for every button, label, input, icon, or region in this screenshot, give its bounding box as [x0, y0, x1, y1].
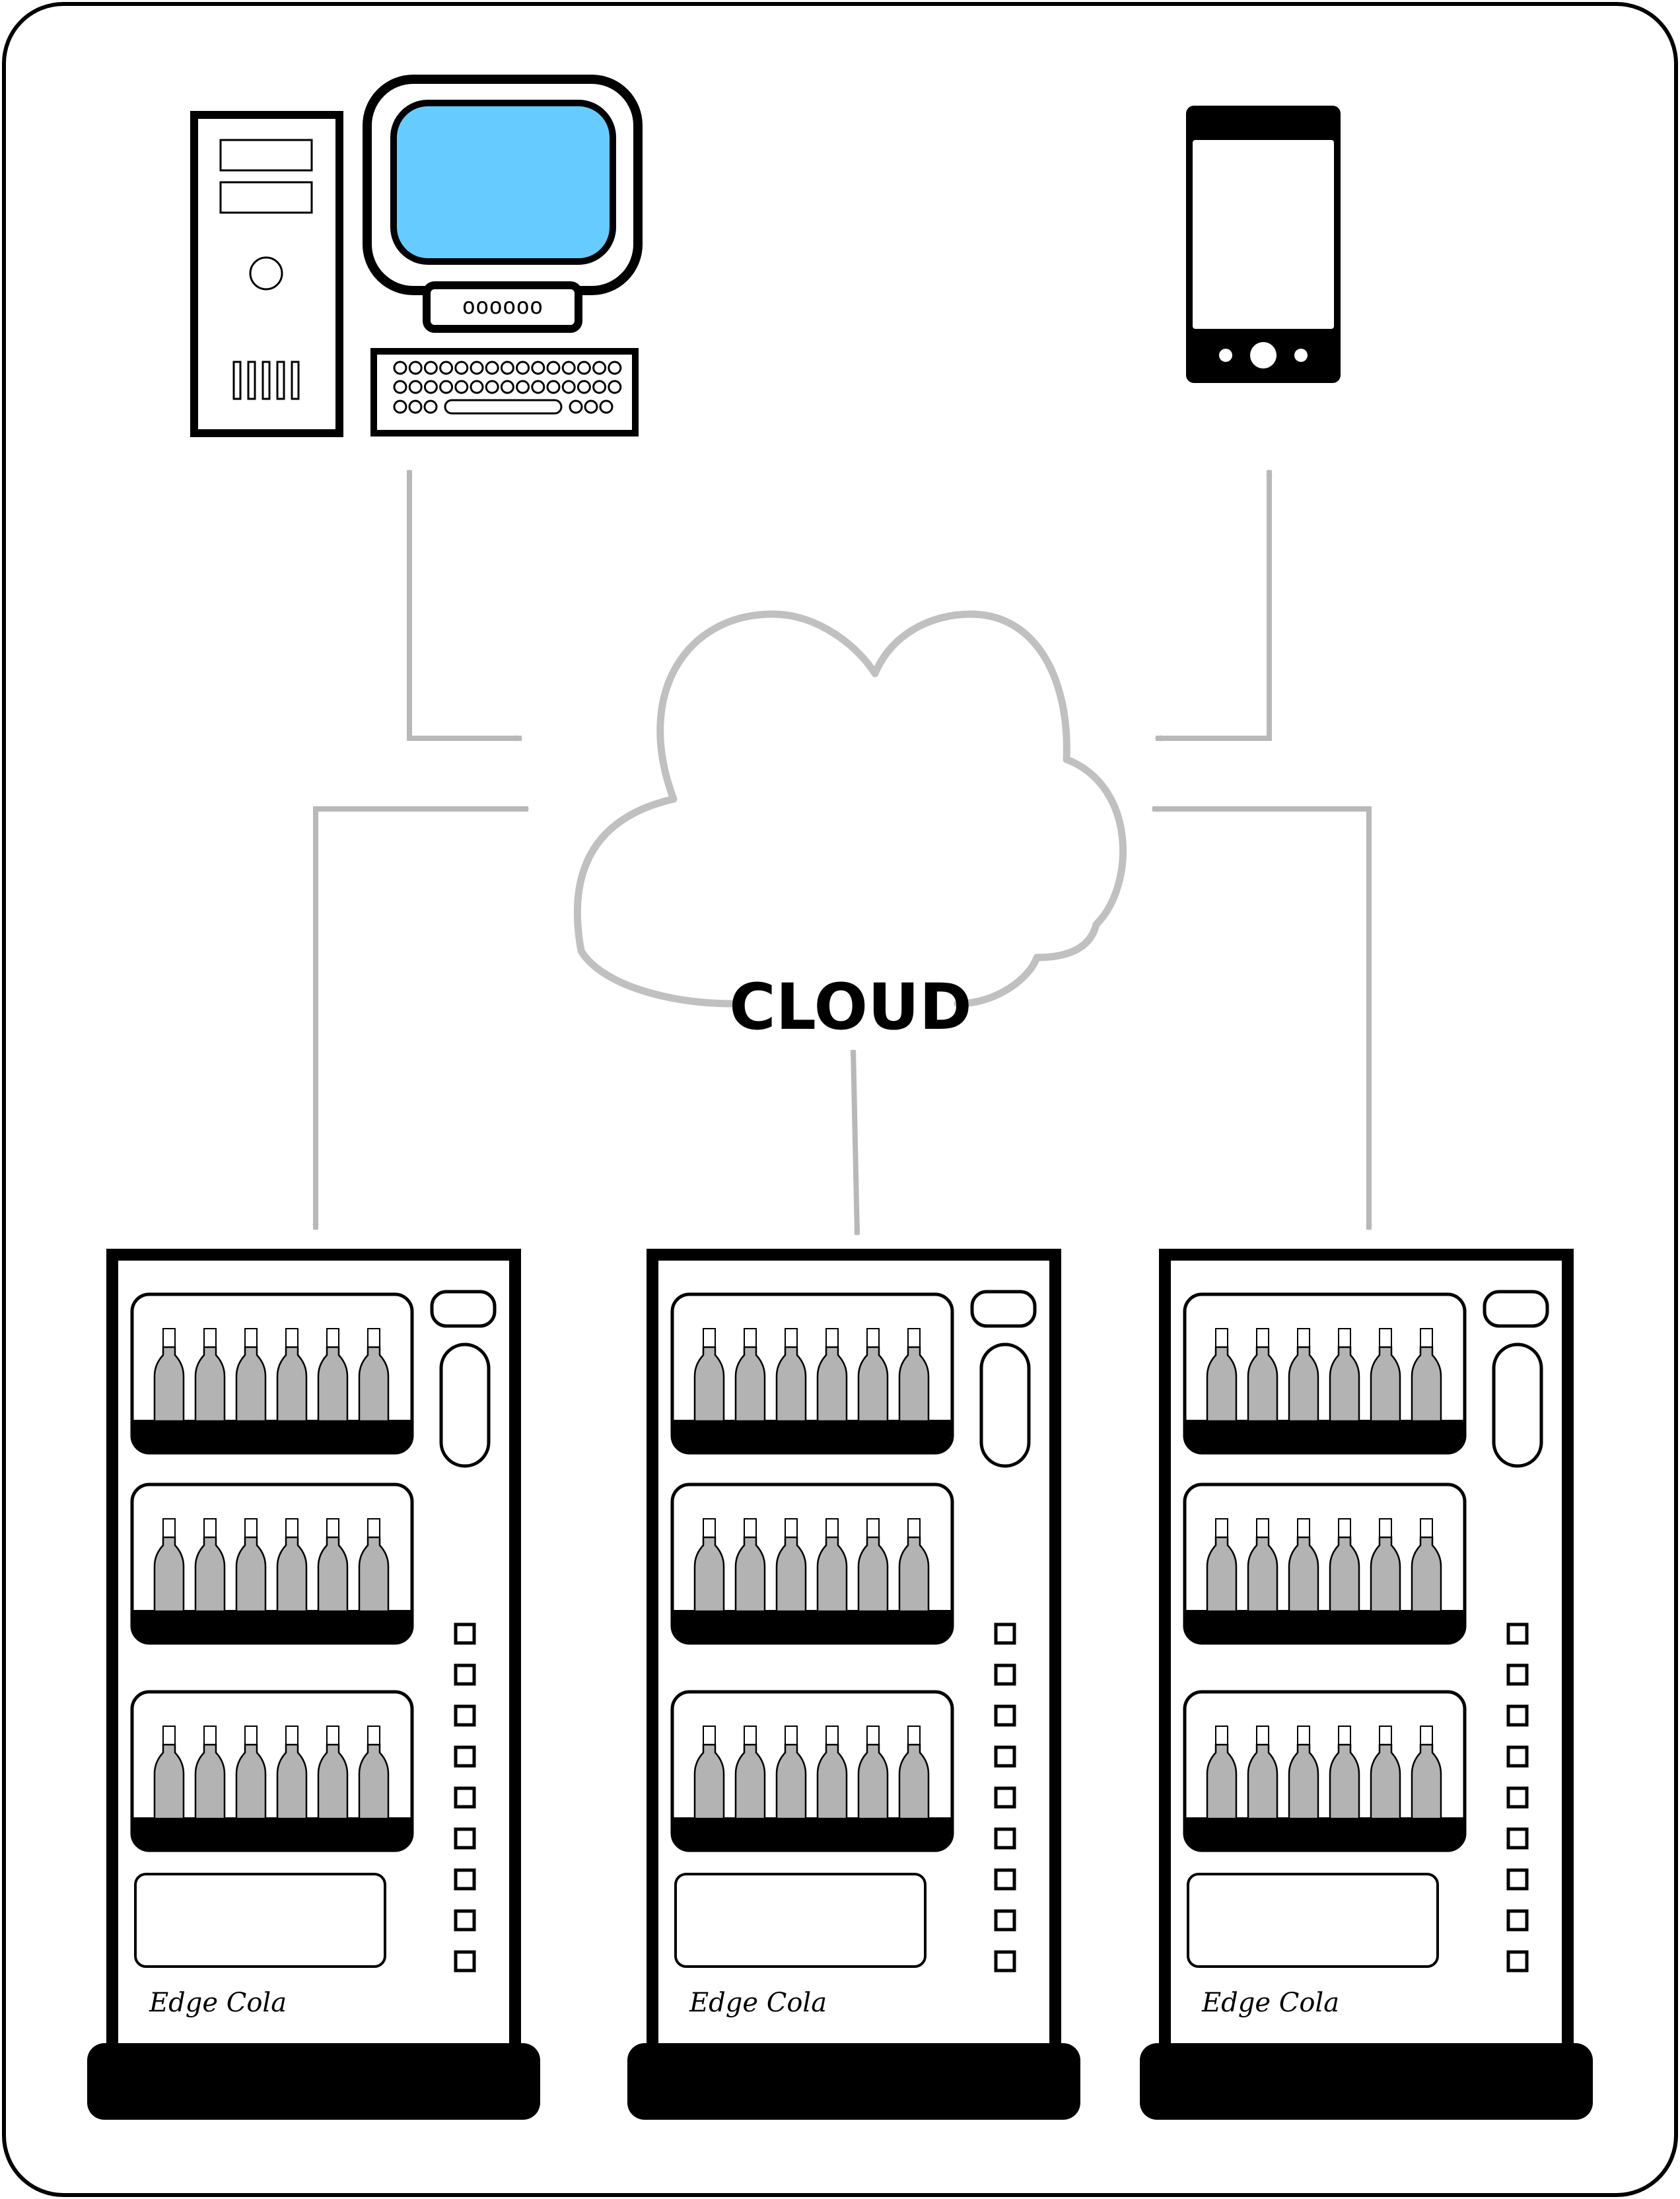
- arrow-vm-right-cloud: [1151, 806, 1372, 1231]
- connectors: [312, 469, 1372, 1236]
- keyboard-key: [408, 400, 423, 414]
- keyboard-key: [485, 361, 499, 375]
- smartphone-icon: [1186, 106, 1341, 383]
- keyboard-key: [500, 361, 514, 375]
- vending-machine-1: Edge Cola: [87, 1255, 540, 2120]
- keyboard-key: [439, 361, 454, 375]
- keyboard-key: [546, 361, 561, 375]
- keyboard-key: [423, 361, 438, 375]
- arrow-smartphone-cloud: [1154, 469, 1273, 742]
- keyboard-key: [470, 380, 484, 394]
- arrow-vm-left-cloud: [312, 806, 530, 1231]
- cloud-label: CLOUD: [729, 970, 971, 1044]
- keyboard-spacebar: [444, 399, 563, 415]
- keyboard-key: [423, 400, 438, 414]
- keyboard-key: [516, 380, 530, 394]
- keyboard-key: [393, 400, 407, 414]
- keyboard-key: [485, 380, 499, 394]
- keyboard-key: [584, 400, 598, 414]
- keyboard-key: [577, 361, 591, 375]
- keyboard-key: [608, 361, 622, 375]
- keyboard-key: [531, 380, 545, 394]
- vending-machine-3: Edge Cola: [1140, 1255, 1593, 2120]
- arrow-vm-center-cloud: [850, 1049, 860, 1236]
- keyboard-key: [423, 380, 438, 394]
- cloud: CLOUD: [573, 610, 1127, 1044]
- cloud-outline: [573, 610, 1127, 1008]
- monitor-badge: oooooo: [462, 293, 543, 320]
- keyboard-key: [561, 361, 576, 375]
- keyboard-key: [531, 361, 545, 375]
- keyboard-key: [577, 380, 591, 394]
- keyboard: [370, 348, 639, 436]
- keyboard-key: [393, 361, 407, 375]
- arrow-desktop-cloud: [406, 469, 523, 742]
- vending-machine-2: Edge Cola: [627, 1255, 1080, 2120]
- keyboard-key: [454, 361, 469, 375]
- vending-machine-brand: Edge Cola: [689, 1988, 827, 2018]
- vending-machine-brand: Edge Cola: [149, 1988, 287, 2018]
- desktop-computer-icon: oooooo: [190, 75, 643, 437]
- keyboard-key: [470, 361, 484, 375]
- keyboard-key: [592, 361, 607, 375]
- monitor-screen: [390, 100, 616, 265]
- keyboard-key: [500, 380, 514, 394]
- keyboard-keys: [393, 361, 622, 415]
- keyboard-key: [408, 380, 423, 394]
- keyboard-key: [561, 380, 576, 394]
- keyboard-key: [516, 361, 530, 375]
- keyboard-key: [454, 380, 469, 394]
- keyboard-key: [408, 361, 423, 375]
- pc-tower: [190, 111, 343, 437]
- keyboard-key: [393, 380, 407, 394]
- keyboard-key: [546, 380, 561, 394]
- keyboard-key: [439, 380, 454, 394]
- monitor: oooooo: [363, 75, 643, 333]
- keyboard-key: [592, 380, 607, 394]
- keyboard-key: [569, 400, 583, 414]
- keyboard-key: [608, 380, 622, 394]
- keyboard-key: [599, 400, 613, 414]
- vending-machine-brand: Edge Cola: [1201, 1988, 1339, 2018]
